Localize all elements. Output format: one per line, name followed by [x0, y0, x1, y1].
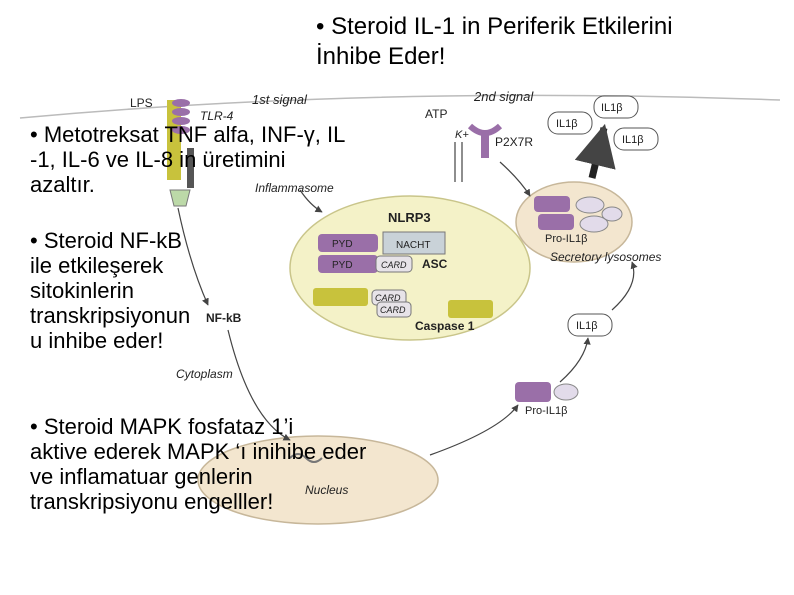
il1b-secreted: [547, 95, 659, 337]
secretion-arrow: [574, 123, 616, 179]
bullet-2-line-1: • Steroid NF-kB: [30, 228, 182, 253]
p2x7r-label: P2X7R: [495, 135, 533, 149]
il1b-label-3: IL1β: [622, 134, 644, 146]
bullet-steroid-mapk: • Steroid MAPK fosfataz 1’i aktive edere…: [30, 414, 366, 514]
cell-membrane: [19, 94, 781, 119]
secretory-lysosomes-label: Secretory lysosomes: [550, 250, 661, 264]
pro-il1b-cytoplasm: [515, 382, 579, 402]
card-label-3: CARD: [380, 305, 406, 315]
nacht-label: NACHT: [396, 240, 430, 251]
il1b-label-1: IL1β: [556, 118, 578, 130]
pathway-arrows: [177, 142, 638, 456]
il1b-label-2: IL1β: [601, 102, 623, 114]
title-line-2: İnhibe Eder!: [316, 43, 446, 70]
bullet-1-line-1: • Metotreksat TNF alfa, INF-γ, IL: [30, 122, 346, 147]
pyd-label-1: PYD: [332, 239, 353, 250]
tlr4-label: TLR-4: [200, 109, 234, 123]
lps-label: LPS: [130, 96, 153, 110]
bullet-3-line-3: ve inflamatuar genlerin: [30, 464, 253, 489]
bullet-1-line-3: azaltır.: [30, 172, 95, 197]
bullet-3-line-1: • Steroid MAPK fosfataz 1’i: [30, 414, 294, 439]
nfkb-label: NF-kB: [206, 311, 242, 325]
bullet-steroid-nfkb: • Steroid NF-kB ile etkileşerek sitokinl…: [30, 228, 190, 353]
card-label-2: CARD: [375, 293, 401, 303]
bullet-2-line-4: transkripsiyonun: [30, 303, 191, 328]
cytoplasm-label: Cytoplasm: [176, 367, 233, 381]
pro-il1b-label-1: Pro-IL1β: [545, 233, 587, 245]
k-plus-label: K+: [455, 129, 469, 141]
il1b-label-4: IL1β: [576, 320, 598, 332]
bullet-2-line-2: ile etkileşerek: [30, 253, 164, 278]
first-signal-label: 1st signal: [252, 92, 308, 107]
pyd-label-2: PYD: [332, 260, 353, 271]
bullet-3-line-4: transkripsiyonu engelller!: [30, 489, 274, 514]
inflammasome-label: Inflammasome: [255, 181, 334, 195]
nucleus-label: Nucleus: [305, 483, 348, 497]
atp-label: ATP: [425, 107, 447, 121]
bullet-2-line-5: u inhibe eder!: [30, 328, 164, 353]
caspase1-label: Caspase 1: [415, 319, 475, 333]
title-line-1: • Steroid IL-1 in Periferik Etkilerini: [316, 13, 673, 40]
asc-label: ASC: [422, 257, 448, 271]
nlrp3-domains: [313, 231, 493, 318]
nucleus: [197, 435, 439, 525]
lysosome-contents: [534, 196, 623, 233]
bullet-1-line-2: -1, IL-6 ve IL-8 in üretimini: [30, 147, 286, 172]
nlrp3-label: NLRP3: [388, 210, 431, 225]
bullet-methotrexate: • Metotreksat TNF alfa, INF-γ, IL -1, IL…: [30, 122, 345, 197]
card-label-1: CARD: [381, 260, 407, 270]
tlr4-receptor: [167, 99, 194, 207]
bullet-2-line-3: sitokinlerin: [30, 278, 134, 303]
dna-strand: [289, 453, 323, 463]
second-signal-label: 2nd signal: [473, 89, 534, 104]
p2x7r-channel: [467, 123, 503, 158]
pro-il1b-label-2: Pro-IL1β: [525, 405, 567, 417]
page-title: • Steroid IL-1 in Periferik Etkilerini İ…: [316, 12, 673, 72]
bullet-3-line-2: aktive ederek MAPK ‘ı inihibe eder: [30, 439, 367, 464]
